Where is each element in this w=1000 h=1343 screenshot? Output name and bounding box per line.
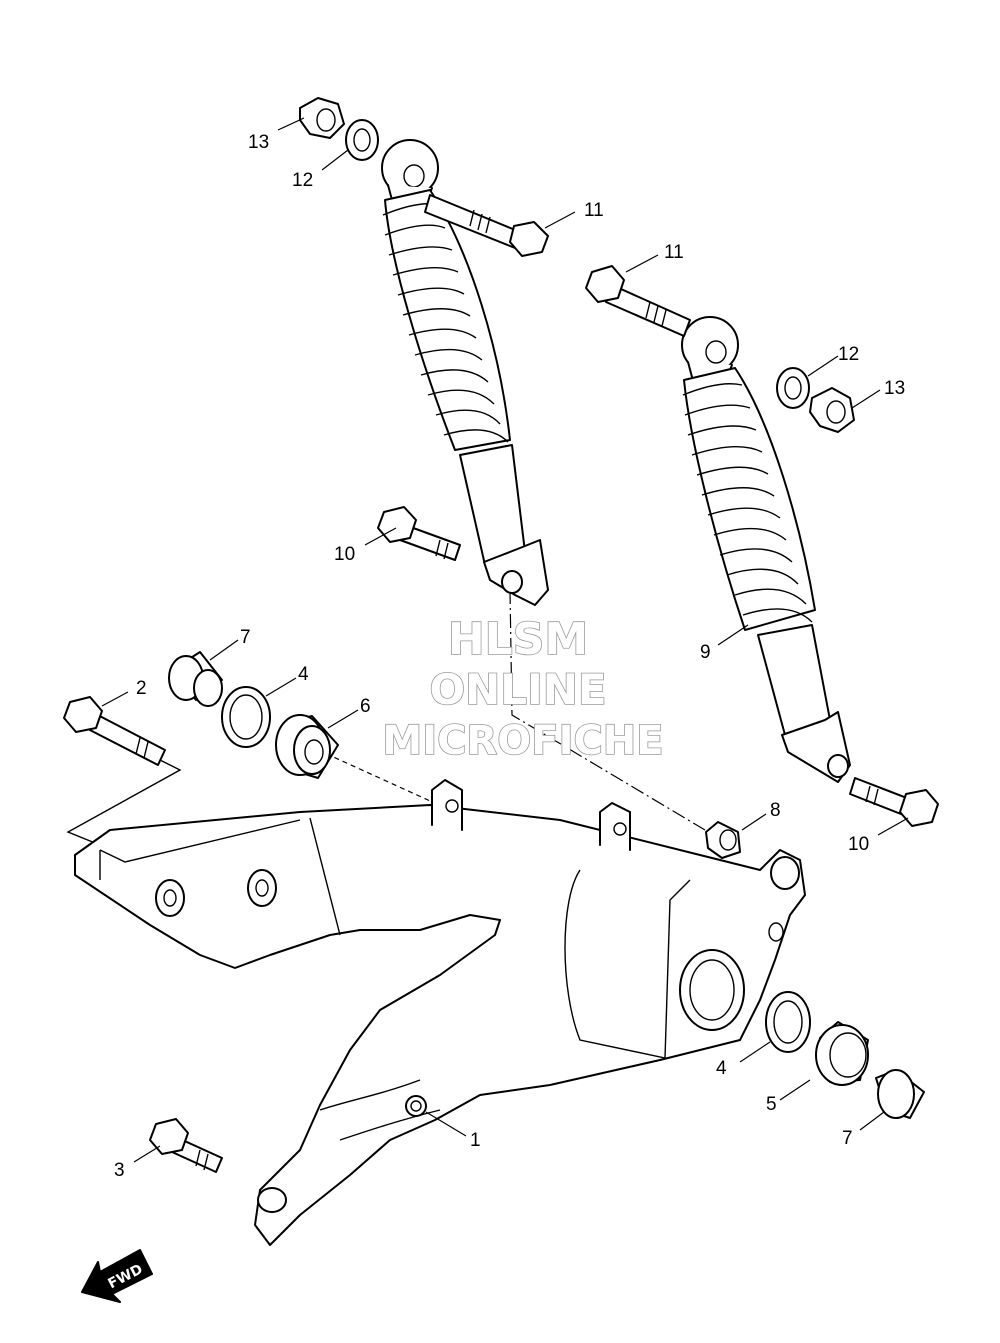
callout-11-right: 11 xyxy=(664,242,684,263)
callout-9: 9 xyxy=(700,642,711,663)
watermark-line-3: MICROFICHE xyxy=(382,718,663,764)
callout-6: 6 xyxy=(360,696,371,717)
callout-5: 5 xyxy=(766,1094,777,1115)
bolt-10-lower-left xyxy=(377,506,461,561)
rear-shock-absorber-left xyxy=(381,139,549,606)
callout-10-right: 10 xyxy=(848,834,869,855)
callout-1: 1 xyxy=(470,1130,481,1151)
bolt-2 xyxy=(63,696,166,766)
callout-12-upper-left: 12 xyxy=(292,170,313,191)
watermark: HLSM ONLINE MICROFICHE xyxy=(382,613,665,765)
callout-4-left: 4 xyxy=(298,664,309,685)
nut-13-right xyxy=(809,387,855,433)
collar-7-left xyxy=(168,651,223,707)
callout-7-right: 7 xyxy=(842,1128,853,1149)
bushing-8 xyxy=(705,821,741,859)
nut-13-upper-left xyxy=(299,97,345,139)
callout-numbers: 13 12 11 11 12 13 10 7 2 4 6 9 8 10 4 5 … xyxy=(114,132,905,1181)
bolt-3 xyxy=(149,1118,223,1173)
callout-10-left: 10 xyxy=(334,544,355,565)
watermark-line-2: ONLINE xyxy=(429,665,606,714)
bolt-11-upper-left xyxy=(424,194,549,257)
callout-12-right: 12 xyxy=(838,344,859,365)
callout-3: 3 xyxy=(114,1160,125,1181)
watermark-line-1: HLSM xyxy=(448,614,588,665)
swing-arm xyxy=(74,779,806,1246)
callout-8: 8 xyxy=(770,800,781,821)
callout-13-right: 13 xyxy=(884,378,905,399)
bearing-6 xyxy=(275,714,339,779)
callout-4-right: 4 xyxy=(716,1058,727,1079)
oil-seal-4-right xyxy=(765,991,811,1053)
callout-13-upper-left: 13 xyxy=(248,132,269,153)
callout-2: 2 xyxy=(136,678,147,699)
washer-12-right xyxy=(776,367,810,409)
bolt-11-upper-right xyxy=(585,265,691,337)
washer-12-upper-left xyxy=(345,119,379,161)
rear-shock-absorber-right xyxy=(681,316,851,783)
fwd-arrow-icon: FWD xyxy=(81,1249,153,1303)
oil-seal-4-left xyxy=(221,686,271,748)
bolt-10-lower-right xyxy=(849,777,939,827)
callout-11-upper-left: 11 xyxy=(584,200,604,221)
collar-7-right xyxy=(875,1069,925,1119)
bearing-5 xyxy=(815,1021,869,1086)
leader-lines xyxy=(101,117,909,1163)
callout-7-left: 7 xyxy=(240,627,251,648)
